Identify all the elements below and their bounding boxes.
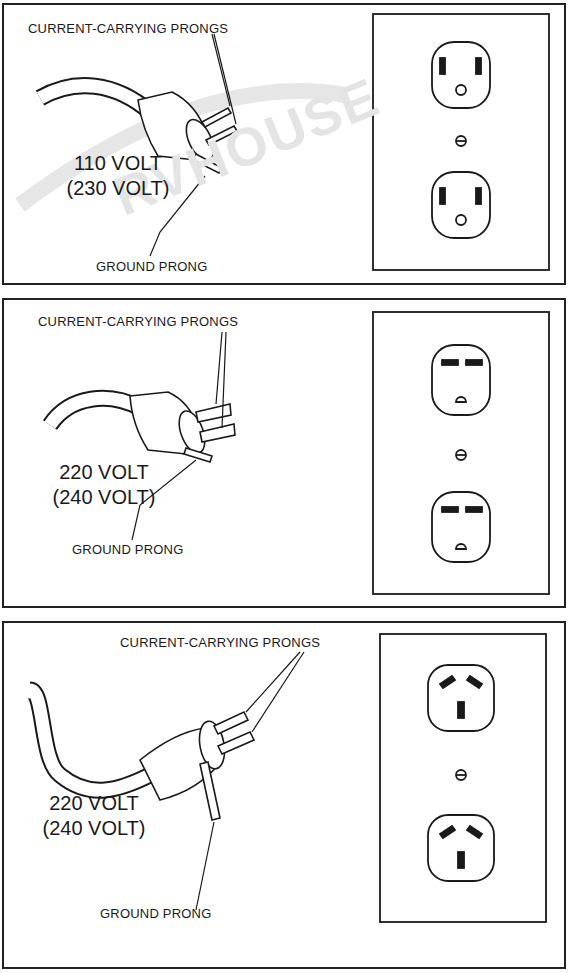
diagram-panel: CURRENT-CARRYING PRONGS 220 VOLT (240 VOL… bbox=[2, 621, 566, 969]
diagram-panel: CURRENT-CARRYING PRONGS 220 VOLT (240 VOL… bbox=[2, 298, 566, 608]
watermark: RVHOUSE bbox=[105, 65, 388, 227]
plug-220v-a bbox=[50, 392, 235, 462]
leader-lines bbox=[196, 652, 304, 910]
prong-label: CURRENT-CARRYING PRONGS bbox=[38, 314, 238, 329]
voltage-label: 110 VOLT (230 VOLT) bbox=[54, 151, 182, 201]
prong-label: CURRENT-CARRYING PRONGS bbox=[28, 21, 228, 36]
prong-label: GROUND PRONG bbox=[72, 542, 183, 557]
outlet-220v-b bbox=[380, 634, 546, 922]
prong-label: GROUND PRONG bbox=[96, 259, 207, 274]
outlet-220v-a bbox=[373, 312, 549, 594]
outlet-110v bbox=[373, 14, 549, 270]
voltage-label: 220 VOLT (240 VOLT) bbox=[40, 460, 168, 510]
diagram-panel: CURRENT-CARRYING PRONGS 110 VOLT (230 VOL… bbox=[2, 3, 566, 285]
prong-label: GROUND PRONG bbox=[100, 906, 211, 921]
prong-label: CURRENT-CARRYING PRONGS bbox=[120, 635, 320, 650]
voltage-label: 220 VOLT (240 VOLT) bbox=[30, 791, 158, 841]
leader-lines bbox=[132, 332, 226, 540]
